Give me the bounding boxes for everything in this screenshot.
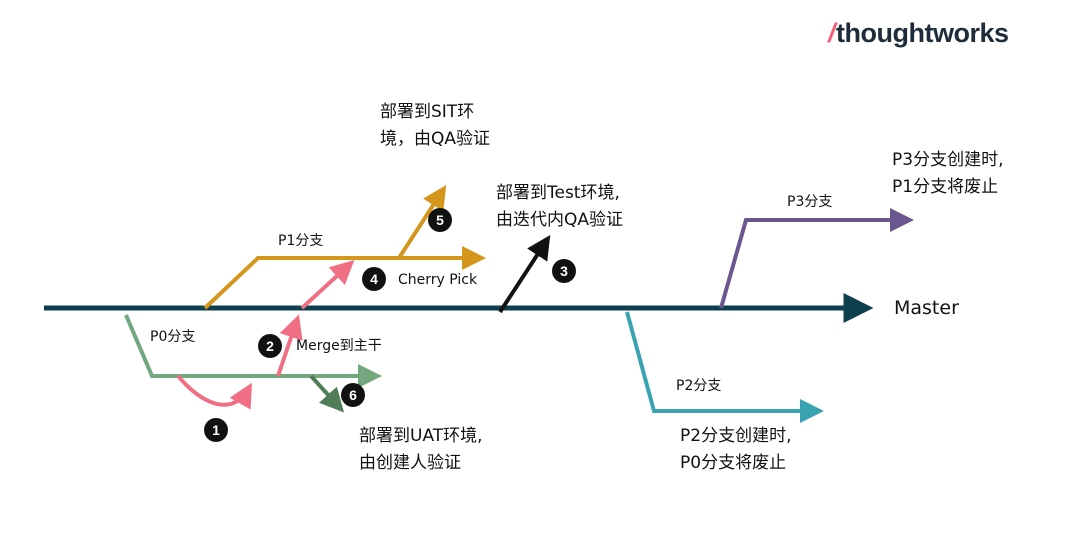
p0-branch-label: P0分支: [150, 329, 196, 345]
sit-note-line-1: 部署到SIT环: [380, 102, 475, 122]
p1-branch-label: P1分支: [278, 233, 324, 249]
p3-creation-note: P3分支创建时, P1分支将废止: [892, 147, 1003, 201]
uat-note-line-2: 由创建人验证: [359, 453, 461, 473]
test-note-line-1: 部署到Test环境,: [496, 183, 620, 203]
p3-branch-label: P3分支: [787, 194, 833, 210]
test-note-line-2: 由迭代内QA验证: [496, 210, 624, 230]
p2-branch-label: P2分支: [676, 378, 722, 394]
p3-note-line-2: P1分支将废止: [892, 177, 999, 197]
p3-note-line-1: P3分支创建时,: [892, 150, 1004, 170]
p2-note-line-1: P2分支创建时,: [680, 426, 792, 446]
cherry-pick-label: Cherry Pick: [398, 272, 478, 288]
uat-note-line-1: 部署到UAT环境,: [359, 426, 483, 446]
p2-branch-line: [625, 311, 824, 423]
master-label: Master: [894, 297, 959, 319]
step-1-badge: 1: [204, 418, 228, 442]
sit-deploy-note: 部署到SIT环 境，由QA验证: [380, 99, 490, 153]
uat-deploy-arrow: [309, 374, 345, 413]
cherry-pick-arrow: [300, 259, 355, 310]
step-3-badge: 3: [552, 259, 576, 283]
sit-deploy-arrow: [397, 184, 447, 260]
step-1-commit-curve: [176, 374, 252, 410]
step-4-badge: 4: [362, 267, 386, 291]
merge-to-master-label: Merge到主干: [296, 338, 382, 354]
step-2-badge: 2: [258, 334, 282, 358]
test-deploy-arrow: [498, 234, 551, 314]
uat-deploy-note: 部署到UAT环境, 由创建人验证: [359, 423, 483, 477]
thoughtworks-logo: /thoughtworks: [828, 18, 1009, 48]
p1-branch-line: [203, 246, 486, 310]
step-5-badge: 5: [428, 208, 452, 232]
sit-note-line-2: 境，由QA验证: [380, 129, 491, 149]
test-deploy-note: 部署到Test环境, 由迭代内QA验证: [496, 180, 623, 234]
p2-creation-note: P2分支创建时, P0分支将废止: [680, 423, 791, 477]
step-6-badge: 6: [341, 383, 365, 407]
merge-to-master-arrow: [276, 314, 303, 377]
p2-note-line-2: P0分支将废止: [680, 453, 787, 473]
p0-branch-line: [124, 314, 382, 388]
p3-branch-line: [719, 208, 914, 309]
